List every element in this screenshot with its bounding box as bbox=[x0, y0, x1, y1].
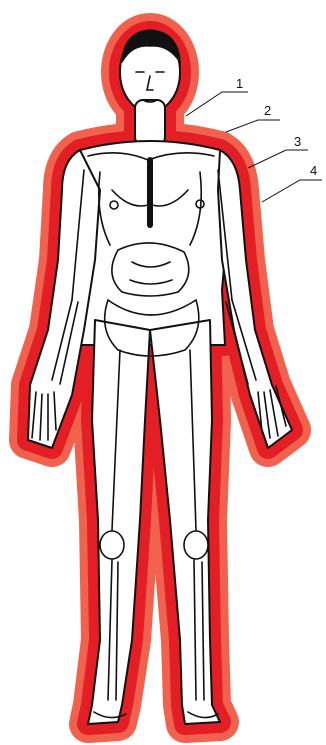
callout-3: 3 bbox=[248, 134, 308, 168]
callout-1-label: 1 bbox=[236, 76, 243, 91]
callout-3-label: 3 bbox=[294, 134, 301, 149]
callout-2-label: 2 bbox=[264, 103, 271, 118]
callout-4-label: 4 bbox=[310, 163, 317, 178]
callout-4: 4 bbox=[262, 163, 322, 202]
callout-2: 2 bbox=[226, 103, 280, 132]
